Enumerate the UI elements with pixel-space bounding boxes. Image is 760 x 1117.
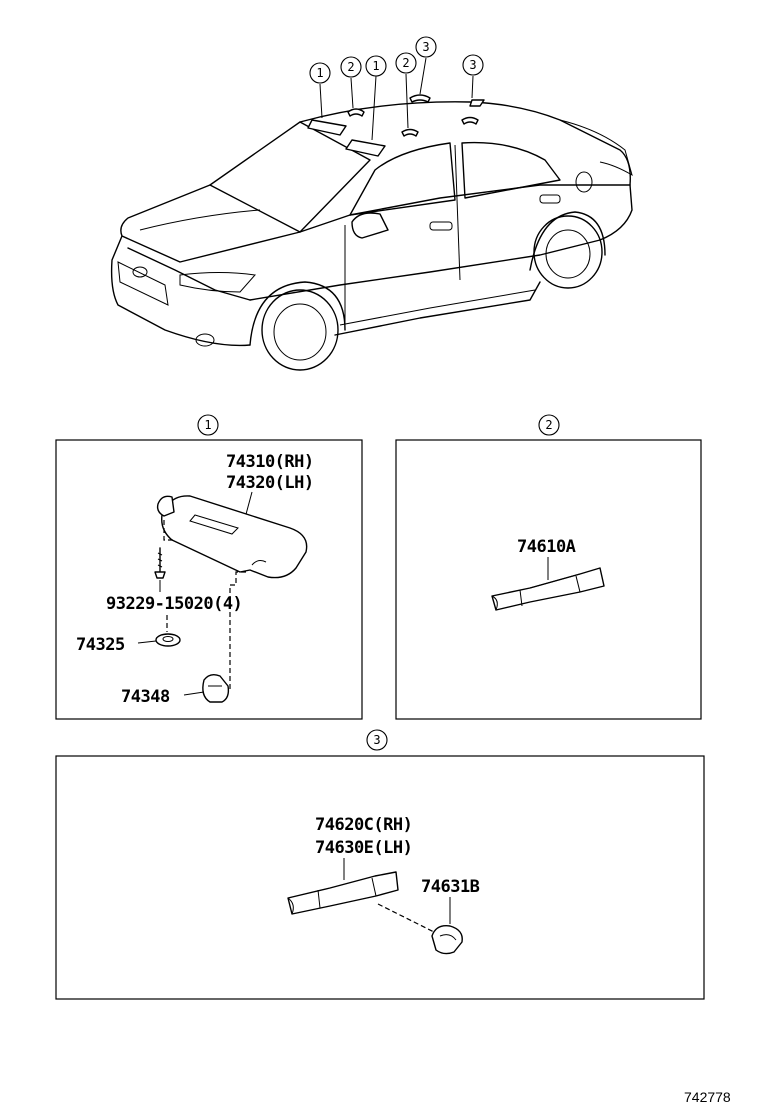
panel-1-callout: 1 — [197, 414, 219, 436]
svg-text:1: 1 — [204, 418, 211, 432]
label-74620c: 74620C(RH) — [315, 815, 412, 835]
svg-text:2: 2 — [545, 418, 552, 432]
panel-1: 1 74310(RH) 74320(LH) 93229-15020(4) — [55, 414, 363, 720]
svg-text:3: 3 — [469, 58, 476, 72]
label-74320: 74320(LH) — [226, 473, 314, 493]
callout-3-b: 3 — [462, 54, 484, 76]
panel-3: 3 74620C(RH) 74630E(LH) 74631B — [55, 729, 705, 1000]
panel-2-callout: 2 — [538, 414, 560, 436]
panel-3-frame — [55, 755, 705, 1000]
callout-3-a: 3 — [415, 36, 437, 58]
overview-leaders — [319, 57, 474, 141]
svg-text:3: 3 — [422, 40, 429, 54]
car-illustration — [110, 94, 633, 371]
panel-2: 2 74610A — [395, 414, 702, 720]
callout-1-b: 1 — [365, 55, 387, 77]
panel-1-frame — [55, 439, 363, 720]
diagram-id: 742778 — [684, 1089, 731, 1105]
panel-2-frame — [395, 439, 702, 720]
label-74631b: 74631B — [421, 877, 480, 897]
label-74348: 74348 — [121, 687, 170, 707]
label-74630e: 74630E(LH) — [315, 838, 412, 858]
assist-grip-rh — [287, 871, 399, 915]
svg-text:1: 1 — [372, 59, 379, 73]
label-74310: 74310(RH) — [226, 452, 314, 472]
panel-3-callout: 3 — [366, 729, 388, 751]
label-74325: 74325 — [76, 635, 125, 655]
label-74610a: 74610A — [517, 537, 576, 557]
assist-grip — [491, 567, 605, 611]
callout-1-a: 1 — [309, 62, 331, 84]
svg-text:3: 3 — [373, 733, 380, 747]
svg-text:1: 1 — [316, 66, 323, 80]
svg-text:2: 2 — [402, 56, 409, 70]
visor-holder — [202, 673, 230, 703]
sun-visor — [161, 495, 308, 579]
callout-2-a: 2 — [340, 56, 362, 78]
grip-cover — [431, 925, 463, 955]
callout-2-b: 2 — [395, 52, 417, 74]
svg-text:2: 2 — [347, 60, 354, 74]
label-93229: 93229-15020(4) — [106, 594, 242, 614]
overview-callouts: 1 2 1 2 3 3 — [309, 36, 484, 84]
washer — [155, 633, 181, 647]
screw — [154, 547, 166, 579]
